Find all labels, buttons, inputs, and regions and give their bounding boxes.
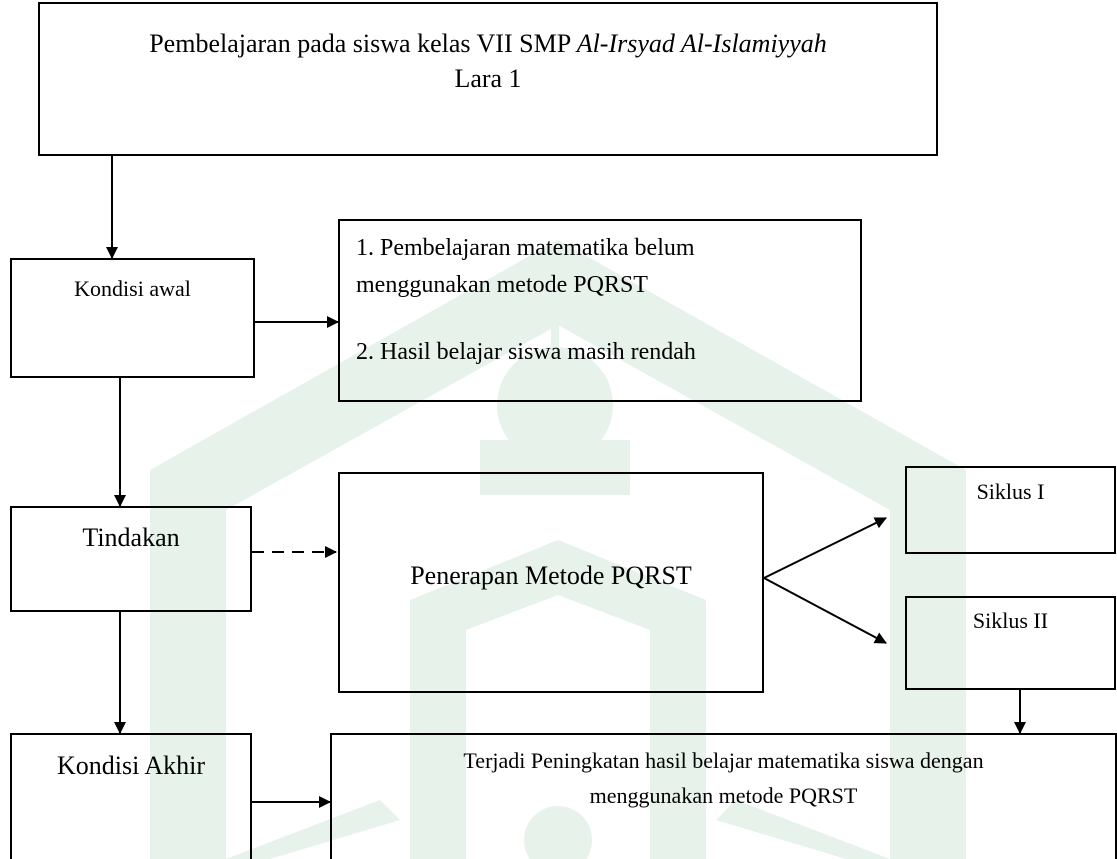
siklus-1-box — [905, 466, 1116, 554]
top-box-line1-prefix: Pembelajaran pada siswa kelas VII SMP — [149, 29, 577, 58]
initial-conditions-item2: 2. Hasil belajar siswa masih rendah — [356, 339, 696, 365]
watermark-inner-arch — [410, 540, 706, 859]
siklus-1-label: Siklus I — [976, 479, 1045, 504]
initial-conditions-item1-line2: menggunakan metode PQRST — [356, 272, 648, 298]
outcome-box — [330, 733, 1117, 859]
watermark-spire — [551, 312, 559, 367]
watermark-chevron-right — [716, 800, 890, 859]
tindakan-label: Tindakan — [82, 523, 180, 552]
kondisi-awal-box — [10, 258, 255, 378]
initial-conditions-item1-line1: 1. Pembelajaran matematika belum — [356, 235, 695, 261]
top-box-line1: Pembelajaran pada siswa kelas VII SMP Al… — [38, 28, 938, 61]
watermark-outer-frame — [150, 240, 966, 859]
penerapan-box — [338, 472, 764, 693]
penerapan-label: Penerapan Metode PQRST — [410, 561, 692, 590]
kondisi-akhir-box — [10, 733, 252, 859]
kondisi-akhir-label: Kondisi Akhir — [56, 751, 206, 780]
initial-conditions-box — [338, 219, 862, 402]
kondisi-awal-label: Kondisi awal — [74, 276, 191, 301]
top-box-line2: Lara 1 — [454, 64, 522, 93]
watermark-lower-circle — [524, 806, 592, 859]
arrow-penerapan-to-siklus1 — [763, 517, 887, 579]
siklus-2-label: Siklus II — [972, 608, 1049, 633]
siklus-2-box — [905, 596, 1116, 690]
watermark-dome — [497, 347, 613, 463]
outcome-line1: Terjadi Peningkatan hasil belajar matema… — [463, 748, 984, 773]
outcome-line2: menggunakan metode PQRST — [589, 783, 858, 808]
arrow-penerapan-to-siklus2 — [763, 577, 887, 644]
watermark-chevron-left — [226, 800, 400, 859]
watermark-tower-base — [480, 440, 630, 495]
top-box — [38, 2, 938, 156]
top-box-line1-italic: Al-Irsyad Al-Islamiyyah — [576, 29, 827, 58]
tindakan-box — [10, 506, 252, 612]
